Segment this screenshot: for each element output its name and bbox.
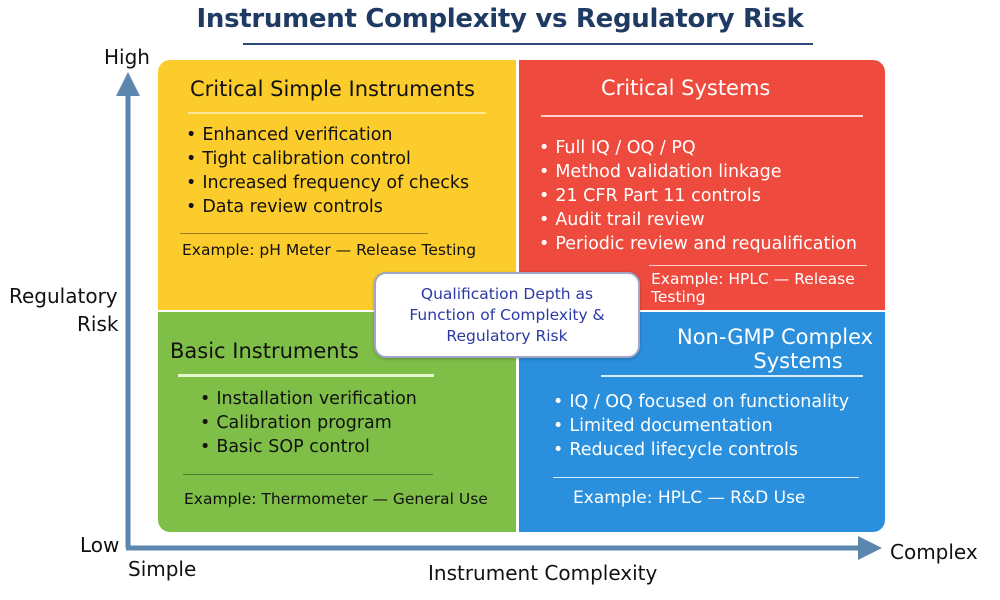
x-axis-low-label: Simple bbox=[128, 557, 197, 581]
quadrant-title: Non-GMP Complex Systems bbox=[677, 325, 873, 373]
list-item: Limited documentation bbox=[553, 414, 849, 438]
x-axis-arrowhead bbox=[858, 536, 882, 560]
divider bbox=[553, 477, 859, 478]
quadrant-title: Basic Instruments bbox=[170, 339, 359, 363]
bullet-list: IQ / OQ focused on functionality Limited… bbox=[553, 390, 849, 462]
list-item: Reduced lifecycle controls bbox=[553, 438, 849, 462]
quadrant-critical-simple-instruments: Critical Simple Instruments Enhanced ver… bbox=[158, 60, 516, 310]
quadrant-title: Critical Systems bbox=[601, 76, 771, 100]
list-item: Audit trail review bbox=[539, 208, 857, 232]
list-item: Installation verification bbox=[200, 387, 417, 411]
center-callout-line2: Function of Complexity & bbox=[409, 305, 605, 324]
divider bbox=[649, 265, 867, 266]
list-item: Data review controls bbox=[186, 195, 469, 219]
example-text: Example: HPLC — Release Testing bbox=[651, 270, 855, 306]
divider bbox=[178, 374, 434, 377]
divider bbox=[188, 112, 486, 114]
quadrant-critical-systems: Critical Systems Full IQ / OQ / PQ Metho… bbox=[519, 60, 885, 310]
divider bbox=[541, 115, 863, 117]
bullet-list: Installation verification Calibration pr… bbox=[200, 387, 417, 459]
quadrant-title-line2: Systems bbox=[753, 349, 843, 373]
list-item: IQ / OQ focused on functionality bbox=[553, 390, 849, 414]
example-text: Example: pH Meter — Release Testing bbox=[182, 241, 477, 259]
example-text: Example: HPLC — R&D Use bbox=[573, 488, 806, 508]
title-underline bbox=[243, 43, 813, 45]
list-item: Periodic review and requalification bbox=[539, 232, 857, 256]
list-item: Calibration program bbox=[200, 411, 417, 435]
list-item: 21 CFR Part 11 controls bbox=[539, 184, 857, 208]
divider bbox=[180, 233, 428, 234]
list-item: Basic SOP control bbox=[200, 435, 417, 459]
divider bbox=[183, 474, 433, 475]
y-axis-title-line2: Risk bbox=[77, 312, 119, 336]
quadrant-title-line1: Non-GMP Complex bbox=[677, 325, 874, 349]
example-text: Example: Thermometer — General Use bbox=[184, 490, 488, 508]
bullet-list: Enhanced verification Tight calibration … bbox=[186, 123, 469, 219]
divider bbox=[601, 375, 863, 377]
center-callout-line1: Qualification Depth as bbox=[420, 284, 594, 303]
y-axis-arrowhead bbox=[116, 72, 140, 96]
center-callout-text: Qualification Depth as Function of Compl… bbox=[402, 284, 612, 347]
center-callout-line3: Regulatory Risk bbox=[446, 326, 568, 345]
quadrant-title: Critical Simple Instruments bbox=[190, 77, 475, 101]
list-item: Enhanced verification bbox=[186, 123, 469, 147]
bullet-list: Full IQ / OQ / PQ Method validation link… bbox=[539, 136, 857, 256]
y-axis-title-line1: Regulatory bbox=[9, 284, 118, 308]
x-axis-high-label: Complex bbox=[890, 540, 978, 564]
center-callout: Qualification Depth as Function of Compl… bbox=[374, 272, 640, 358]
list-item: Full IQ / OQ / PQ bbox=[539, 136, 857, 160]
page-title: Instrument Complexity vs Regulatory Risk bbox=[196, 4, 804, 34]
y-axis-low-label: Low bbox=[80, 533, 120, 557]
y-axis-high-label: High bbox=[104, 45, 150, 69]
list-item: Increased frequency of checks bbox=[186, 171, 469, 195]
list-item: Method validation linkage bbox=[539, 160, 857, 184]
x-axis-title: Instrument Complexity bbox=[428, 561, 658, 585]
list-item: Tight calibration control bbox=[186, 147, 469, 171]
